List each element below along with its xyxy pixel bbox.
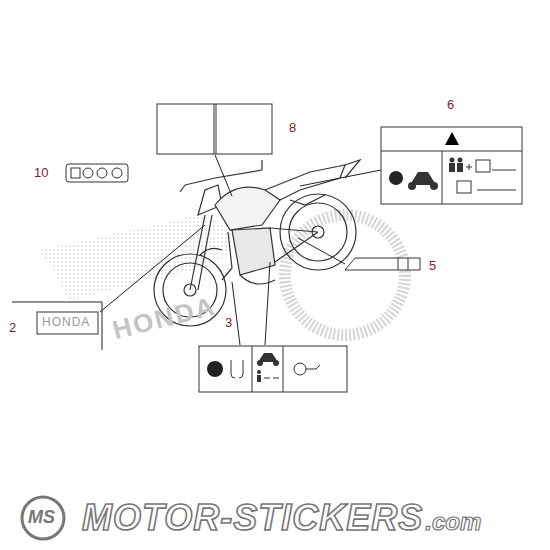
callout-number: 2 [9, 321, 16, 334]
callout-number: 6 [447, 98, 454, 111]
watermark-text: HONDA [110, 293, 219, 344]
callout-number: 10 [34, 166, 48, 179]
decal-6 [381, 127, 522, 204]
logo-watermark [285, 215, 405, 335]
decal-5 [345, 258, 420, 270]
callout-number: 5 [429, 259, 436, 272]
decal-text: HONDA [42, 316, 90, 328]
leader-lines [12, 155, 381, 350]
watermark-text: .com [425, 510, 481, 534]
wing-watermark [40, 215, 250, 300]
decal-5-marks [398, 258, 408, 270]
decal-2 [37, 312, 98, 334]
decal-8 [157, 104, 272, 154]
watermark-text: MOTOR-STICKERS [82, 500, 423, 536]
decal-3 [199, 346, 347, 392]
callout-number: 3 [225, 316, 232, 329]
watermark-logo: MS [28, 508, 55, 526]
callout-number: 8 [289, 121, 296, 134]
decal-10 [66, 164, 128, 182]
logo-ring [22, 497, 64, 539]
